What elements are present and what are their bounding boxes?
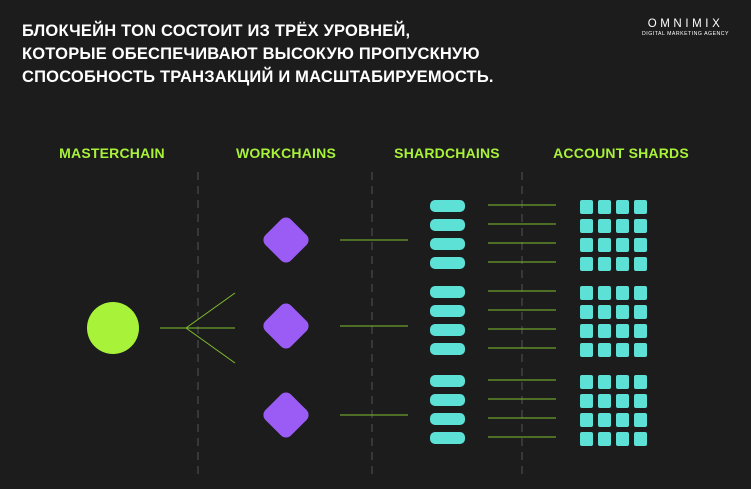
brand-logo: OMNIMIX DIGITAL MARKETING AGENCY xyxy=(642,17,729,38)
masterchain-node xyxy=(87,302,139,354)
shardchain-3-1 xyxy=(430,375,465,387)
account-shard-1-1-2 xyxy=(598,200,611,214)
account-shard-1-4-1 xyxy=(580,257,593,271)
workchain-node-2 xyxy=(263,303,309,349)
account-shard-3-4-1 xyxy=(580,432,593,446)
account-shard-1-1-3 xyxy=(616,200,629,214)
account-shard-2-2-3 xyxy=(616,305,629,319)
account-shard-3-1-4 xyxy=(634,375,647,389)
account-shard-3-3-4 xyxy=(634,413,647,427)
masterchain-branch-down xyxy=(185,327,236,364)
account-shard-3-3-1 xyxy=(580,413,593,427)
headline-line-2: КОТОРЫЕ ОБЕСПЕЧИВАЮТ ВЫСОКУЮ ПРОПУСКНУЮ xyxy=(22,45,480,63)
headline: БЛОКЧЕЙН TON СОСТОИТ ИЗ ТРЁХ УРОВНЕЙ, КО… xyxy=(22,20,582,89)
account-shard-2-1-2 xyxy=(598,286,611,300)
account-shard-2-4-1 xyxy=(580,343,593,357)
account-shard-1-4-4 xyxy=(634,257,647,271)
account-shard-2-1-3 xyxy=(616,286,629,300)
shardchain-1-1 xyxy=(430,200,465,212)
account-shard-2-3-2 xyxy=(598,324,611,338)
account-shard-3-4-2 xyxy=(598,432,611,446)
account-shard-3-2-1 xyxy=(580,394,593,408)
label-shardchains: SHARDCHAINS xyxy=(394,145,500,161)
account-shard-2-3-3 xyxy=(616,324,629,338)
shardchain-1-2 xyxy=(430,219,465,231)
account-shard-1-3-2 xyxy=(598,238,611,252)
account-shard-3-3-2 xyxy=(598,413,611,427)
headline-line-3: СПОСОБНОСТЬ ТРАНЗАКЦИЙ И МАСШТАБИРУЕМОСТ… xyxy=(22,68,494,86)
account-shard-1-3-4 xyxy=(634,238,647,252)
headline-line-1: БЛОКЧЕЙН TON СОСТОИТ ИЗ ТРЁХ УРОВНЕЙ, xyxy=(22,22,411,40)
masterchain-branch-up xyxy=(185,292,236,329)
account-shard-1-4-2 xyxy=(598,257,611,271)
account-shard-1-2-2 xyxy=(598,219,611,233)
account-shard-2-1-4 xyxy=(634,286,647,300)
account-shard-2-4-3 xyxy=(616,343,629,357)
account-shard-2-1-1 xyxy=(580,286,593,300)
account-shard-3-2-4 xyxy=(634,394,647,408)
account-shard-1-4-3 xyxy=(616,257,629,271)
shardchain-1-3 xyxy=(430,238,465,250)
label-masterchain: MASTERCHAIN xyxy=(59,145,165,161)
account-shard-2-2-4 xyxy=(634,305,647,319)
shardchain-3-3 xyxy=(430,413,465,425)
shardchain-2-1 xyxy=(430,286,465,298)
account-shard-2-4-2 xyxy=(598,343,611,357)
label-workchains: WORKCHAINS xyxy=(236,145,336,161)
account-shard-3-1-3 xyxy=(616,375,629,389)
account-shard-1-3-1 xyxy=(580,238,593,252)
shardchain-3-4 xyxy=(430,432,465,444)
workchain-node-3 xyxy=(263,392,309,438)
account-shard-3-4-3 xyxy=(616,432,629,446)
account-shard-2-3-4 xyxy=(634,324,647,338)
label-account-shards: ACCOUNT SHARDS xyxy=(553,145,689,161)
account-shard-1-1-4 xyxy=(634,200,647,214)
account-shard-2-4-4 xyxy=(634,343,647,357)
shardchain-2-4 xyxy=(430,343,465,355)
account-shard-1-3-3 xyxy=(616,238,629,252)
account-shard-1-2-3 xyxy=(616,219,629,233)
account-shard-3-1-2 xyxy=(598,375,611,389)
shardchain-1-4 xyxy=(430,257,465,269)
workchain-node-1 xyxy=(263,217,309,263)
account-shard-1-2-1 xyxy=(580,219,593,233)
account-shard-1-1-1 xyxy=(580,200,593,214)
brand-tagline: DIGITAL MARKETING AGENCY xyxy=(642,31,729,37)
account-shard-1-2-4 xyxy=(634,219,647,233)
shardchain-2-3 xyxy=(430,324,465,336)
account-shard-2-2-2 xyxy=(598,305,611,319)
account-shard-2-3-1 xyxy=(580,324,593,338)
account-shard-3-1-1 xyxy=(580,375,593,389)
account-shard-3-2-3 xyxy=(616,394,629,408)
account-shard-3-3-3 xyxy=(616,413,629,427)
shardchain-2-2 xyxy=(430,305,465,317)
shardchain-3-2 xyxy=(430,394,465,406)
account-shard-2-2-1 xyxy=(580,305,593,319)
account-shard-3-4-4 xyxy=(634,432,647,446)
brand-name: OMNIMIX xyxy=(647,18,724,30)
account-shard-3-2-2 xyxy=(598,394,611,408)
